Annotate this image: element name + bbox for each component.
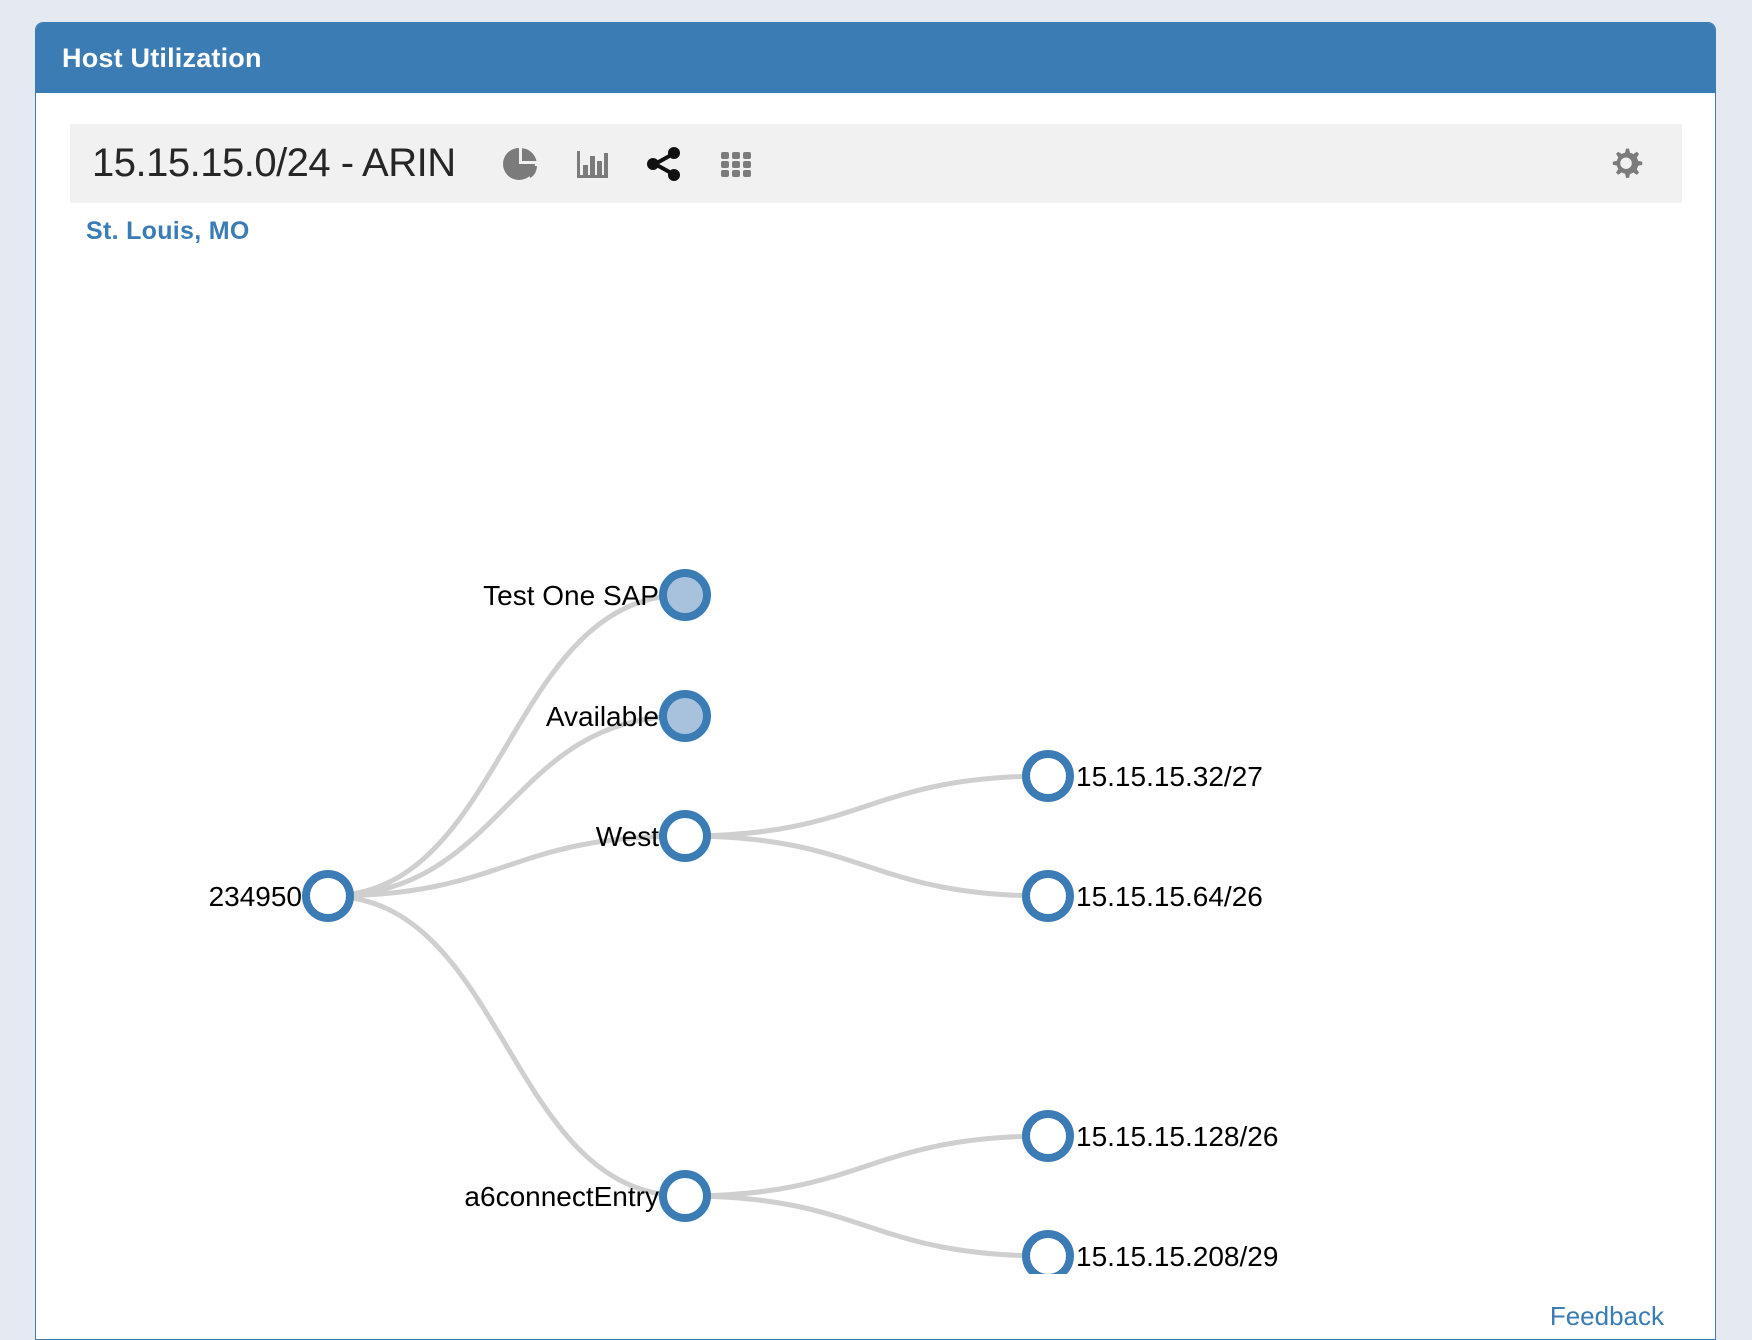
tree-node-label: 15.15.15.208/29 bbox=[1076, 1241, 1278, 1272]
tree-link bbox=[684, 1193, 1049, 1259]
tree-node-circle[interactable] bbox=[659, 569, 711, 621]
tree-node[interactable]: a6connectEntry bbox=[464, 1170, 711, 1222]
widget-toolbar: 15.15.15.0/24 - ARIN bbox=[70, 124, 1682, 203]
tree-link bbox=[327, 592, 686, 899]
gear-icon[interactable] bbox=[1606, 144, 1646, 184]
tree-node-circle[interactable] bbox=[1022, 1110, 1074, 1162]
tree-link bbox=[684, 773, 1049, 839]
panel-header: Host Utilization bbox=[36, 23, 1715, 93]
share-icon[interactable] bbox=[644, 144, 684, 184]
tree-node-circle[interactable] bbox=[302, 870, 354, 922]
tree-link bbox=[684, 833, 1049, 899]
subtitle-row: St. Louis, MO bbox=[70, 203, 1682, 246]
bar-chart-icon[interactable] bbox=[572, 144, 612, 184]
tree-link bbox=[327, 893, 686, 1199]
grid-icon[interactable] bbox=[716, 144, 756, 184]
tree-node-circle[interactable] bbox=[659, 810, 711, 862]
tree-links bbox=[327, 592, 1049, 1259]
feedback-row: Feedback bbox=[1550, 1301, 1664, 1332]
tree-node-label: a6connectEntry bbox=[464, 1181, 659, 1212]
tree-node-label: West bbox=[596, 821, 659, 852]
tree-node-label: 234950 bbox=[209, 881, 302, 912]
tree-node[interactable]: Test One SAP bbox=[483, 569, 711, 621]
tree-node-label: 15.15.15.32/27 bbox=[1076, 761, 1263, 792]
location-subtitle: St. Louis, MO bbox=[86, 217, 250, 245]
tree-node[interactable]: 234950 bbox=[209, 870, 354, 922]
tree-node[interactable]: West bbox=[596, 810, 711, 862]
tree-node[interactable]: 15.15.15.32/27 bbox=[1022, 750, 1263, 802]
utilization-widget: 15.15.15.0/24 - ARIN bbox=[70, 124, 1682, 1339]
feedback-link[interactable]: Feedback bbox=[1549, 1301, 1664, 1331]
toolbar-icon-group bbox=[500, 144, 756, 184]
tree-node[interactable]: Available bbox=[546, 690, 711, 742]
tree-node[interactable]: 15.15.15.128/26 bbox=[1022, 1110, 1278, 1162]
tree-node-label: Available bbox=[546, 701, 659, 732]
tree-node-label: 15.15.15.64/26 bbox=[1076, 881, 1263, 912]
tree-link bbox=[327, 833, 686, 899]
tree-node-label: Test One SAP bbox=[483, 580, 659, 611]
tree-node-circle[interactable] bbox=[1022, 750, 1074, 802]
tree-node-circle[interactable] bbox=[659, 690, 711, 742]
tree-link bbox=[327, 713, 686, 899]
tree-node[interactable]: 15.15.15.64/26 bbox=[1022, 870, 1263, 922]
tree-node-circle[interactable] bbox=[659, 1170, 711, 1222]
tree-node-label: 15.15.15.128/26 bbox=[1076, 1121, 1278, 1152]
widget-heading: 15.15.15.0/24 - ARIN bbox=[92, 141, 456, 185]
tree-link bbox=[684, 1133, 1049, 1199]
page-title: Host Utilization bbox=[62, 42, 262, 73]
tree-node[interactable]: 15.15.15.208/29 bbox=[1022, 1230, 1278, 1274]
tree-node-circle[interactable] bbox=[1022, 870, 1074, 922]
host-utilization-panel: Host Utilization 15.15.15.0/24 - ARIN bbox=[35, 22, 1716, 1340]
tree-node-circle[interactable] bbox=[1022, 1230, 1074, 1274]
pie-chart-icon[interactable] bbox=[500, 144, 540, 184]
